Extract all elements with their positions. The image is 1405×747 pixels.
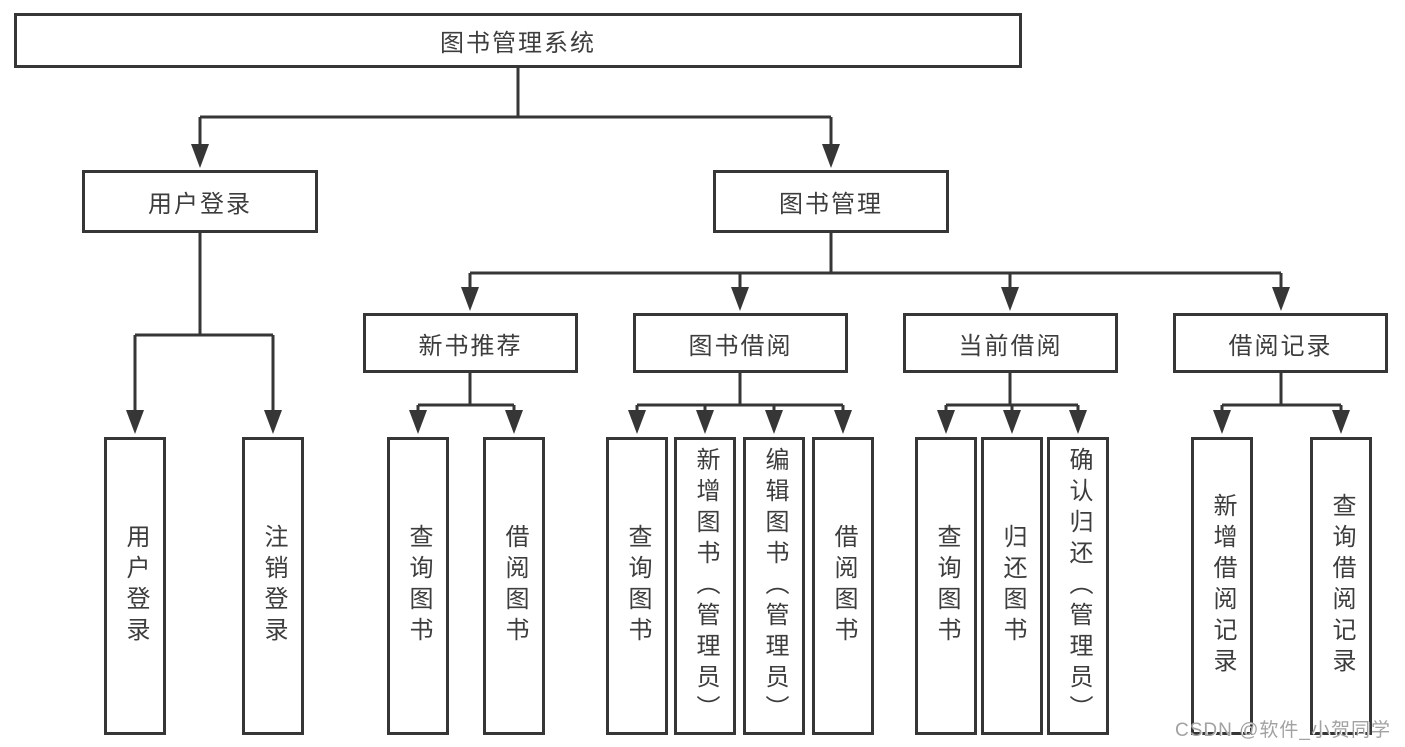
leaf-add-books-admin: 新增图书（管理员） [674, 437, 736, 735]
node-user-login-label: 用户登录 [148, 191, 252, 218]
leaf-borrow-books-borrowing-label: 借阅图书 [830, 524, 857, 648]
leaf-add-borrow-record-label: 新增借阅记录 [1209, 493, 1236, 679]
leaf-query-books-borrowing: 查询图书 [606, 437, 668, 735]
node-book-borrowing-label: 图书借阅 [688, 332, 793, 360]
node-book-management-label: 图书管理 [779, 191, 883, 218]
node-book-borrowing: 图书借阅 [633, 313, 848, 373]
csdn-watermark: CSDN @软件_小贺同学 [1175, 720, 1391, 741]
node-user-login: 用户登录 [82, 170, 318, 233]
leaf-query-books-borrowing-label: 查询图书 [624, 524, 651, 648]
leaf-return-books: 归还图书 [981, 437, 1043, 735]
leaf-query-books-current: 查询图书 [915, 437, 977, 735]
leaf-return-books-label: 归还图书 [999, 524, 1026, 648]
leaf-borrow-books-borrowing: 借阅图书 [812, 437, 874, 735]
leaf-edit-books-admin: 编辑图书（管理员） [743, 437, 805, 735]
leaf-user-login: 用户登录 [104, 437, 166, 735]
leaf-query-books-recommend-label: 查询图书 [405, 524, 432, 648]
leaf-query-books-recommend: 查询图书 [387, 437, 449, 735]
leaf-query-borrow-record-label: 查询借阅记录 [1328, 493, 1355, 679]
leaf-edit-books-admin-label: 编辑图书（管理员） [761, 446, 788, 726]
leaf-user-login-label: 用户登录 [122, 524, 149, 648]
leaf-confirm-return-admin-label: 确认归还（管理员） [1065, 446, 1092, 726]
node-borrowing-records: 借阅记录 [1173, 313, 1388, 373]
leaf-borrow-books-recommend-label: 借阅图书 [501, 524, 528, 648]
node-root: 图书管理系统 [14, 13, 1022, 68]
node-new-book-recommend: 新书推荐 [363, 313, 578, 373]
node-book-management: 图书管理 [713, 170, 949, 233]
node-new-book-recommend-label: 新书推荐 [418, 332, 523, 360]
node-root-label: 图书管理系统 [440, 30, 596, 57]
leaf-borrow-books-recommend: 借阅图书 [483, 437, 545, 735]
node-borrowing-records-label: 借阅记录 [1228, 332, 1333, 360]
leaf-confirm-return-admin: 确认归还（管理员） [1047, 437, 1109, 735]
leaf-logout-login: 注销登录 [242, 437, 304, 735]
leaf-add-borrow-record: 新增借阅记录 [1191, 437, 1253, 735]
leaf-add-books-admin-label: 新增图书（管理员） [692, 446, 719, 726]
leaf-query-books-current-label: 查询图书 [933, 524, 960, 648]
leaf-logout-login-label: 注销登录 [260, 524, 287, 648]
node-current-borrowing: 当前借阅 [903, 313, 1118, 373]
leaf-query-borrow-record: 查询借阅记录 [1310, 437, 1372, 735]
node-current-borrowing-label: 当前借阅 [958, 332, 1063, 360]
